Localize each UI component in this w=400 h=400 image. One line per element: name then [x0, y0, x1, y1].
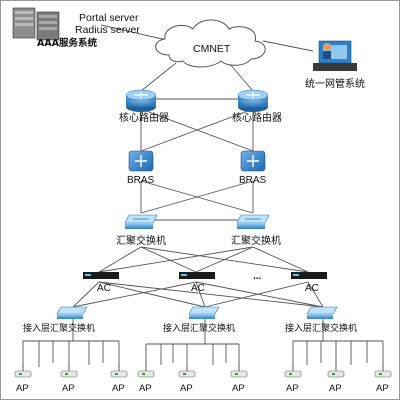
switch-icon — [124, 214, 158, 229]
ap-label: AP — [139, 383, 152, 394]
ac-3-label: AC — [305, 283, 319, 294]
bras-icon — [240, 150, 266, 172]
link-servers-cloud — [100, 24, 172, 42]
link-cloud-nms — [262, 40, 314, 52]
cloud-icon — [155, 19, 266, 68]
link-ac1-acc1 — [72, 281, 100, 308]
bras-left-label: BRAS — [127, 175, 155, 186]
switch-icon — [236, 214, 270, 229]
portal-server-label: Portal server — [79, 12, 139, 24]
link-ac3-acc2 — [204, 281, 309, 308]
access-points: AP AP AP AP AP AP AP AP AP — [14, 363, 392, 394]
access-point-icon — [110, 363, 128, 378]
switch-icon — [306, 306, 338, 319]
ap-label: AP — [286, 383, 299, 394]
link-agg-l-ac2 — [140, 246, 197, 273]
link-ac1-acc2 — [98, 281, 206, 308]
access-point-icon — [230, 363, 248, 378]
ac-controller-icon — [179, 272, 215, 279]
access-switch-3-label: 接入层汇聚交换机 — [285, 322, 357, 334]
nms-label: 统一网管系统 — [305, 77, 365, 90]
link-cloud-router-right — [228, 62, 254, 92]
switch-icon — [56, 306, 88, 319]
core-router-right-label: 核心路由器 — [232, 111, 282, 124]
link-ac2-acc3 — [195, 281, 324, 308]
core-router-left-label: 核心路由器 — [119, 111, 169, 124]
bras-icon — [128, 150, 154, 172]
access-point-icon — [178, 363, 196, 378]
ap-label: AP — [62, 383, 75, 394]
ap-label: AP — [232, 383, 245, 394]
ap-label: AP — [376, 383, 389, 394]
ap-label: AP — [180, 383, 193, 394]
link-ac2-acc1 — [72, 281, 197, 308]
link-ac3-acc3 — [307, 281, 324, 308]
ac-2-label: AC — [191, 283, 205, 294]
agg-switch-left-label: 汇聚交换机 — [116, 234, 166, 247]
links — [22, 24, 384, 371]
ap-label: AP — [16, 383, 29, 394]
router-icon — [125, 89, 157, 112]
access-point-icon — [284, 363, 302, 378]
cloud-label: CMNET — [193, 43, 231, 55]
access-point-icon — [137, 363, 155, 378]
ap-label: AP — [329, 383, 342, 394]
access-switch-2-label: 接入层汇聚交换机 — [163, 322, 235, 334]
ac-1-label: AC — [97, 283, 111, 294]
access-point-icon — [327, 363, 345, 378]
link-agg-r-ac2 — [195, 246, 254, 273]
ac-controller-icon — [83, 272, 119, 279]
access-switch-1-label: 接入层汇聚交换机 — [23, 322, 95, 334]
server-rack-icon — [12, 7, 60, 41]
link-cloud-router-left — [140, 62, 177, 92]
ac-controller-icon — [291, 272, 327, 279]
access-point-icon — [374, 363, 392, 378]
router-icon — [237, 89, 269, 112]
access-point-icon — [14, 363, 32, 378]
link-ac1-acc3 — [98, 281, 324, 308]
switch-icon — [188, 306, 220, 319]
link-agg-r-ac1 — [98, 246, 254, 273]
link-agg-l-ac1 — [98, 246, 142, 273]
ellipsis-label: ... — [253, 271, 262, 282]
agg-switch-right-label: 汇聚交换机 — [231, 234, 281, 247]
ap-label: AP — [112, 383, 125, 394]
access-point-icon — [60, 363, 78, 378]
aaa-system-label: AAA服务系统 — [37, 37, 98, 49]
workstation-icon — [313, 40, 357, 71]
link-ac2-acc2 — [195, 281, 206, 308]
link-bras-r-agg-l — [140, 180, 254, 214]
radius-server-label: Radius server — [75, 24, 140, 36]
link-agg-r-ac3 — [252, 246, 309, 273]
link-router-r-bras-l — [140, 108, 254, 152]
bras-right-label: BRAS — [239, 175, 267, 186]
